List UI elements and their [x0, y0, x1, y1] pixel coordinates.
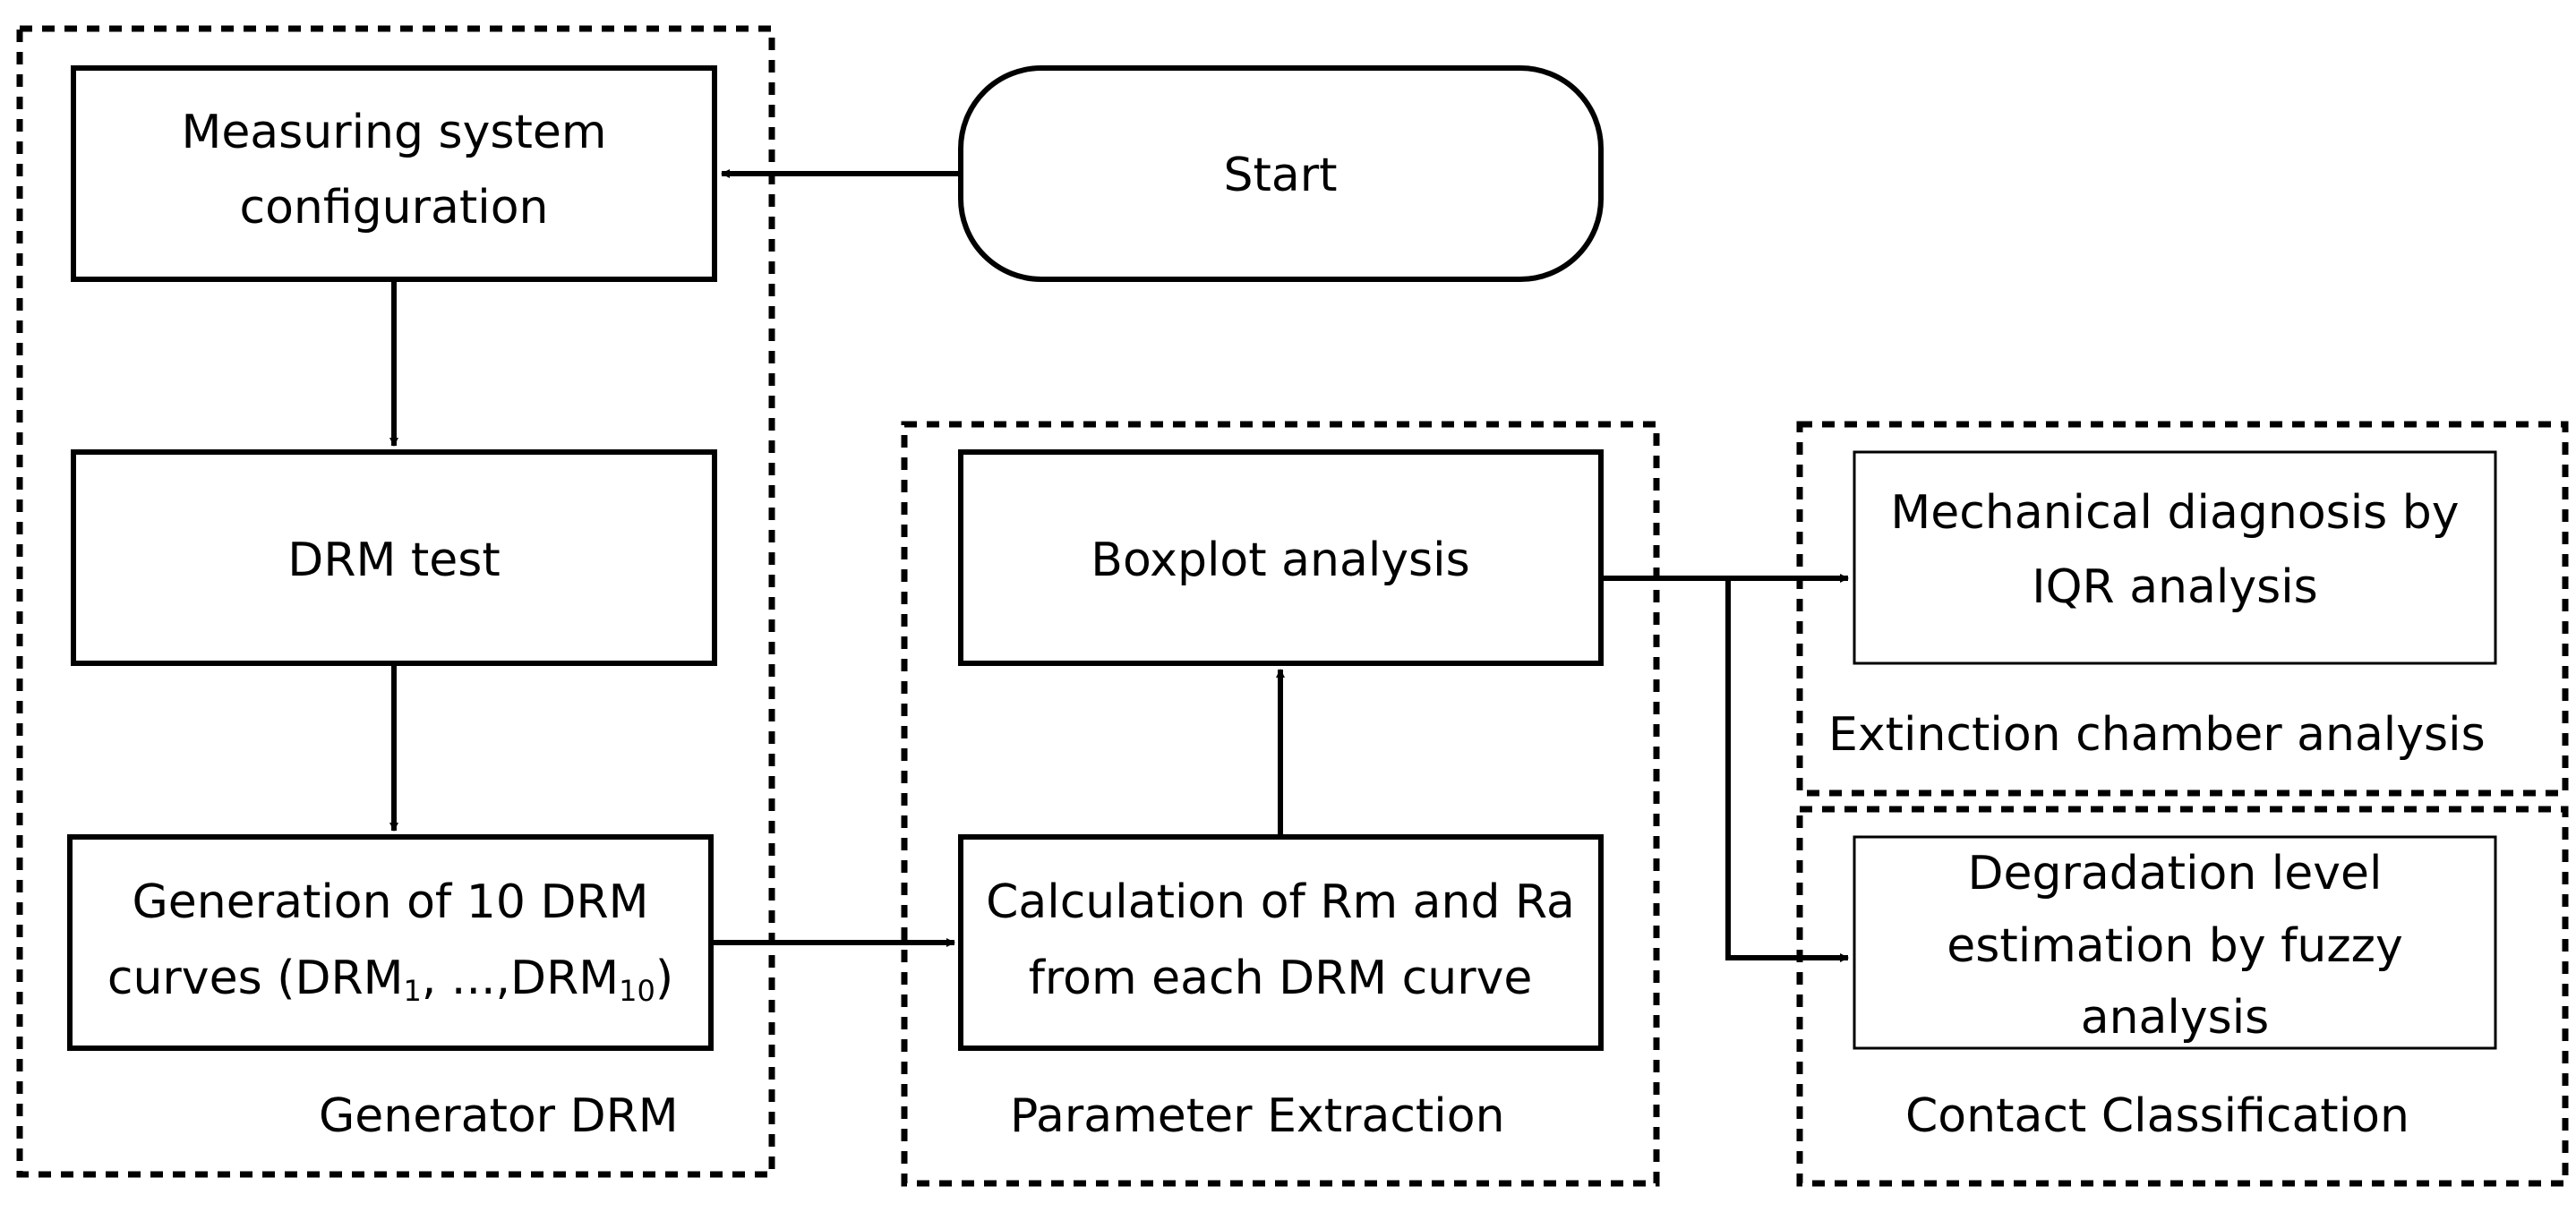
group-extinction-chamber	[1796, 421, 2569, 797]
calculation-label-line1: Calculation of Rm and Ra	[986, 875, 1575, 929]
group-generator-drm	[16, 25, 775, 1178]
mechanical-diagnosis-node	[1853, 450, 2497, 665]
degradation-label-line3: analysis	[2081, 991, 2270, 1045]
drm-test-label: DRM test	[287, 533, 500, 587]
group-parameter-extraction	[901, 421, 1660, 1187]
mechanical-diagnosis-label-line1: Mechanical diagnosis by	[1890, 486, 2459, 540]
measuring-system-node	[71, 65, 717, 282]
group-label-extinction-chamber: Extinction chamber analysis	[1828, 708, 2486, 762]
degradation-label-line2: estimation by fuzzy	[1947, 919, 2403, 973]
degradation-label-line1: Degradation level	[1968, 847, 2383, 900]
mechanical-diagnosis-label-line2: IQR analysis	[2032, 560, 2317, 614]
measuring-system-label: Measuring system	[181, 106, 606, 159]
start-label: Start	[1223, 149, 1337, 202]
generation-node	[67, 834, 714, 1051]
group-label-generator-drm: Generator DRM	[319, 1089, 679, 1143]
generation-label-line2: curves (DRM1, ...,DRM10)	[107, 952, 673, 1008]
generation-label-line1: Generation of 10 DRM	[132, 875, 648, 929]
boxplot-label: Boxplot analysis	[1091, 533, 1469, 587]
boxplot-node	[958, 449, 1604, 666]
configuration-label: configuration	[240, 181, 549, 235]
arrow-boxplot-to-degradation	[1725, 578, 1849, 962]
group-label-contact-classification: Contact Classification	[1905, 1089, 2409, 1143]
calculation-label-line2: from each DRM curve	[1029, 952, 1533, 1005]
group-label-parameter-extraction: Parameter Extraction	[1010, 1089, 1505, 1143]
calculation-node	[958, 834, 1604, 1051]
degradation-node	[1853, 835, 2497, 1050]
group-contact-classification	[1796, 806, 2569, 1187]
